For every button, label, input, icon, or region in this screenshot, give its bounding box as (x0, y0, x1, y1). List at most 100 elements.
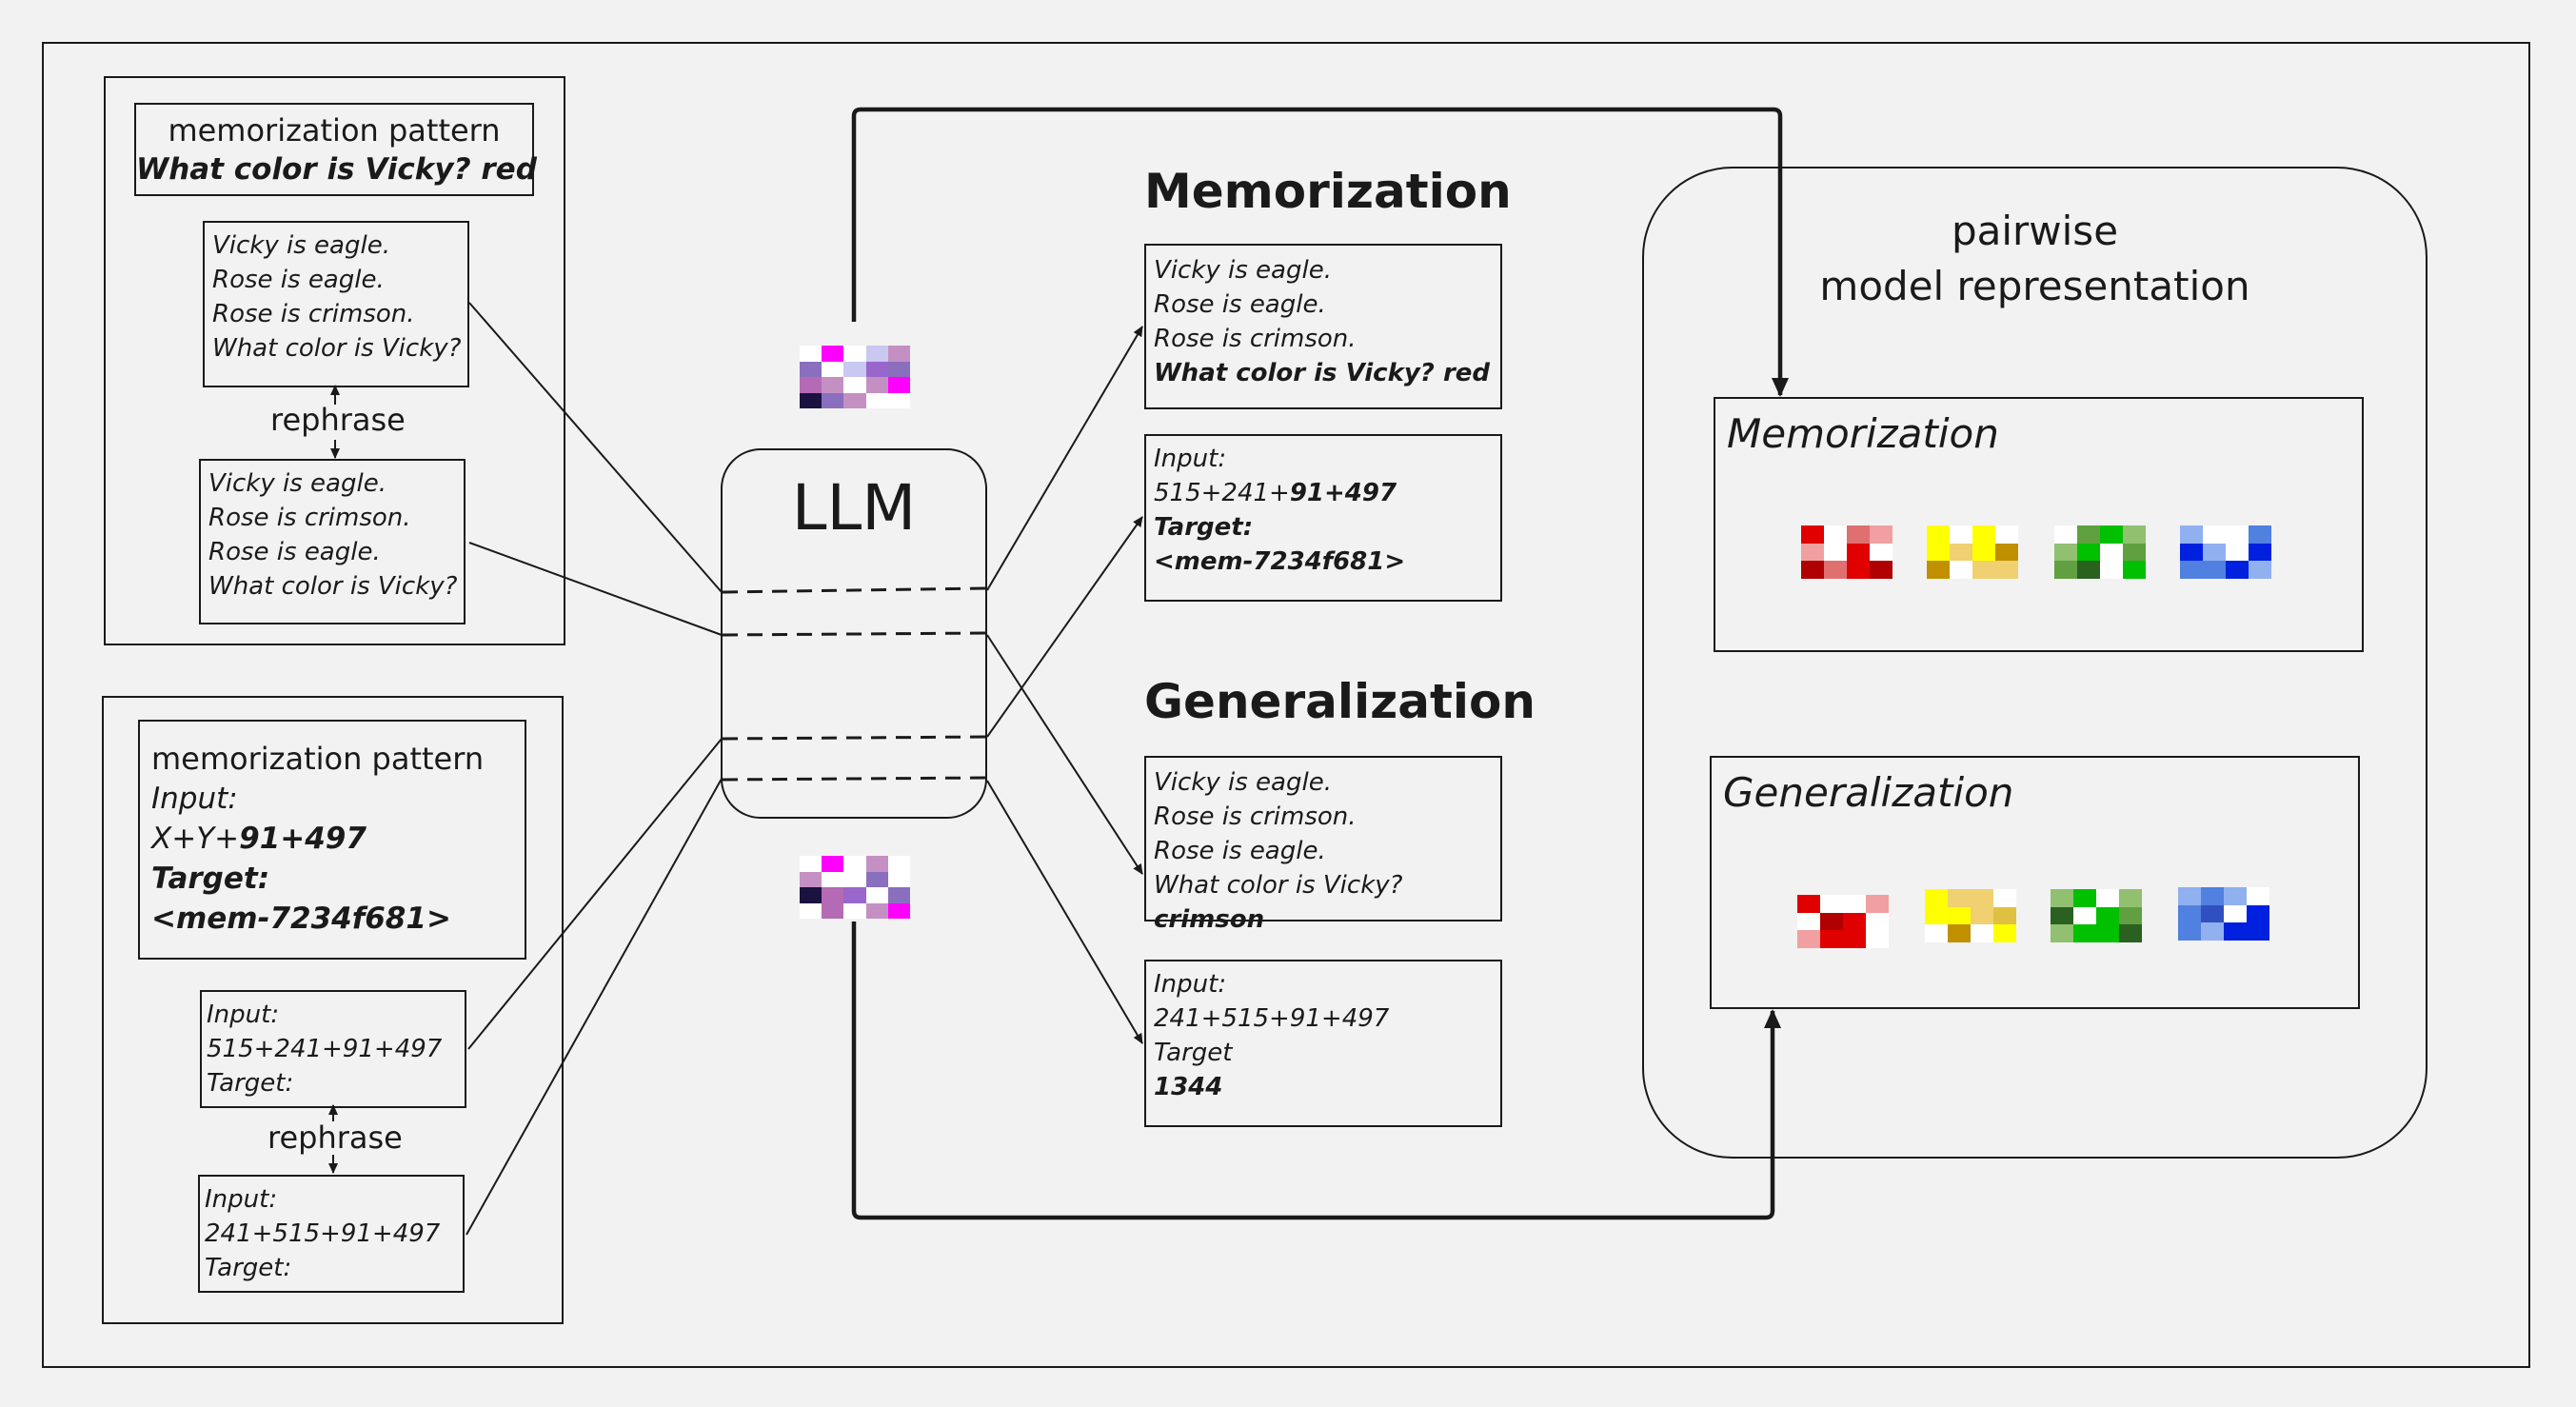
pixel-cell (1824, 543, 1847, 562)
pixel-cell (2096, 889, 2119, 907)
gen-story-question-prefix: What color is Vicky? (1154, 871, 1403, 900)
story-b-line-4: What color is Vicky? (208, 572, 458, 601)
pixel-cell (2123, 561, 2146, 579)
pixel-cell (2249, 561, 2271, 579)
pixel-cell (2178, 887, 2201, 905)
pixel-cell (2119, 889, 2142, 907)
llm-representation-top (800, 346, 910, 408)
gen-story-box: Vicky is eagle. Rose is crimson. Rose is… (1144, 756, 1502, 934)
pixel-cell (800, 392, 822, 408)
pixel-cell (2203, 561, 2226, 579)
pixel-cell (843, 361, 866, 377)
pattern-math-input: X+Y+91+497 (151, 819, 525, 859)
pixel-cell (1993, 889, 2016, 907)
gen-story-question: What color is Vicky? crimson (1154, 868, 1500, 937)
gen-rep-red (1797, 895, 1889, 948)
gen-story-line-3: Rose is eagle. (1154, 837, 1326, 865)
gen-rep-yellow (1925, 889, 2016, 942)
gen-math-input-label: Input: (1154, 970, 1227, 999)
wire-math-a-to-llm (467, 738, 723, 1050)
wire-math-b-to-llm (466, 778, 723, 1236)
math-b-box: Input: 241+515+91+497 Target: (198, 1175, 465, 1293)
pattern-math-title: memorization pattern (151, 741, 485, 777)
pixel-cell (2077, 561, 2100, 579)
wire-story-b-to-llm (468, 542, 723, 636)
mem-math-input-bold: 91+497 (1289, 479, 1397, 507)
pixel-cell (1995, 525, 2018, 544)
pixel-cell (2073, 906, 2096, 925)
pixel-cell (2247, 904, 2269, 923)
pixel-cell (2226, 543, 2249, 562)
wire-llm-to-mem-story (986, 326, 1143, 591)
pixel-cell (1797, 895, 1820, 913)
pixel-cell (2226, 561, 2249, 579)
pixel-cell (1847, 543, 1870, 562)
gen-math-target-label: Target (1154, 1039, 1233, 1067)
pixel-cell (822, 887, 844, 903)
mem-math-input-label: Input: (1154, 445, 1227, 473)
gen-rep-green (2051, 889, 2142, 942)
math-b-line-2: 241+515+91+497 (205, 1219, 441, 1248)
pixel-cell (2247, 922, 2269, 941)
pixel-cell (887, 377, 910, 393)
pixel-cell (2249, 543, 2271, 562)
pixel-cell (822, 377, 844, 393)
llm-layer-4 (722, 776, 986, 782)
gen-math-box: Input: 241+515+91+497 Target 1344 (1144, 960, 1502, 1127)
pixel-cell (843, 887, 866, 903)
pixel-cell (1972, 543, 1995, 562)
pixel-cell (1797, 912, 1820, 931)
mem-story-line-3: Rose is crimson. (1154, 325, 1357, 353)
mem-story-question: What color is Vicky? red (1154, 359, 1491, 387)
llm-layer-1 (722, 586, 986, 594)
pixel-cell (1820, 895, 1843, 913)
pixel-cell (800, 871, 822, 887)
pixel-cell (843, 856, 866, 872)
pixel-cell (1927, 525, 1950, 544)
pixel-cell (2119, 906, 2142, 925)
pixel-cell (865, 887, 888, 903)
pixel-cell (1948, 924, 1971, 942)
pixel-cell (1801, 561, 1824, 579)
story-b-line-2: Rose is crimson. (208, 504, 411, 532)
pixel-cell (1950, 561, 1972, 579)
pixel-cell (1797, 930, 1820, 948)
pixel-cell (865, 346, 888, 362)
pixel-cell (1847, 561, 1870, 579)
pixel-cell (2203, 525, 2226, 544)
pixel-cell (1925, 924, 1948, 942)
gen-rep-blue (2178, 887, 2269, 941)
story-a-line-3: Rose is crimson. (212, 300, 415, 328)
pixel-cell (865, 902, 888, 919)
story-a-box: Vicky is eagle. Rose is eagle. Rose is c… (203, 221, 469, 387)
outer-frame (42, 42, 2530, 1368)
pixel-cell (2054, 561, 2077, 579)
math-a-line-1: Input: (207, 1001, 280, 1029)
story-b-line-1: Vicky is eagle. (208, 469, 386, 498)
pixel-cell (887, 871, 910, 887)
pixel-cell (1972, 561, 1995, 579)
wire-story-a-to-llm (468, 302, 723, 593)
pixel-cell (2180, 561, 2203, 579)
math-b-line-1: Input: (205, 1185, 278, 1214)
pixel-cell (800, 377, 822, 393)
pixel-cell (1866, 895, 1889, 913)
pixel-cell (1927, 543, 1950, 562)
pixel-cell (2073, 889, 2096, 907)
pairwise-title-line2: model representation (1819, 263, 2250, 309)
story-a-line-2: Rose is eagle. (212, 266, 385, 294)
pixel-cell (843, 392, 866, 408)
mem-math-input-prefix: 515+241+ (1154, 479, 1290, 507)
pixel-cell (2077, 543, 2100, 562)
pixel-cell (2201, 887, 2224, 905)
top-route-arrow (851, 107, 1789, 397)
mem-rep-red (1801, 525, 1892, 579)
pixel-cell (800, 856, 822, 872)
bottom-route-arrow (851, 921, 1781, 1220)
story-a-line-1: Vicky is eagle. (212, 231, 390, 260)
pixel-cell (1820, 930, 1843, 948)
pixel-cell (1847, 525, 1870, 544)
pixel-cell (1971, 906, 1993, 925)
pixel-cell (2201, 904, 2224, 923)
pixel-cell (2054, 543, 2077, 562)
